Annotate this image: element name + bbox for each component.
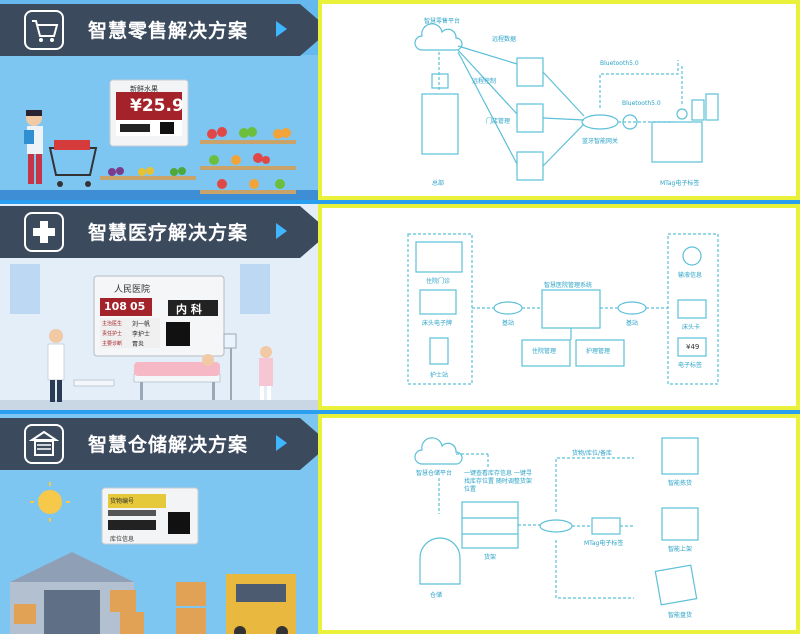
warehouse-desc: 一键查看库存信息 一键寻找库存位置 随时调整货架位置	[464, 470, 532, 493]
warehouse-r2: 智能上架	[668, 546, 693, 553]
retail-title: 智慧零售解决方案	[88, 20, 249, 42]
medical-left1: 住院门诊	[426, 278, 451, 285]
doctor-name: 刘一帆	[132, 321, 151, 328]
medical-title: 智慧医疗解决方案	[88, 222, 249, 244]
warehouse-r1: 智能拣货	[668, 480, 693, 487]
chevron-right-icon	[276, 21, 287, 37]
medical-right1: 输液信息	[678, 272, 703, 279]
retail-flow-c: 门店管理	[486, 118, 511, 125]
retail-bt1: Bluetooth5.0	[600, 60, 639, 67]
warehouse-tag-line1: 货物编号	[110, 498, 135, 505]
medical-right2: 床头卡	[682, 324, 701, 331]
warehouse-title: 智慧仓储解决方案	[88, 434, 249, 456]
department-name: 内 科	[176, 303, 202, 316]
retail-hq-label: 总部	[432, 180, 445, 187]
medical-right3: 电子标签	[678, 362, 703, 369]
warehouse-diagram: 智慧仓储平台 一键查看库存信息 一键寻找库存位置 随时调整货架位置 货架 仓储 …	[318, 414, 800, 634]
retail-section: 新鲜水果 ¥25.9 智慧零售解决方案	[0, 0, 800, 200]
nurse-label: 责任护士	[102, 331, 123, 337]
chevron-right-icon	[276, 435, 287, 451]
shopping-cart-icon	[24, 10, 64, 50]
retail-flow-b: 远程控制	[472, 78, 497, 85]
warehouse-tag-line2: 库位信息	[110, 536, 135, 543]
price-tag-price: ¥25.9	[130, 96, 184, 116]
nurse-name: 李护士	[132, 331, 151, 338]
medical-section: 人民医院 108 05 内 科 主治医生 刘一帆 责任护士 李护士 主要诊断 胃…	[0, 204, 800, 410]
medical-c1: 基站	[502, 320, 515, 327]
warehouse-mtag: MTag电子标签	[584, 540, 624, 547]
diagnosis-value: 胃炎	[132, 341, 145, 348]
medical-price: ¥49	[686, 343, 700, 351]
bed-number: 05	[130, 300, 146, 313]
warehouse-r3: 智能盘货	[668, 612, 693, 619]
warehouse-building: 仓储	[430, 592, 443, 599]
retail-tag-label: MTag电子标签	[660, 180, 700, 187]
medical-diagram: 住院门诊 床头电子牌 护士站 智慧医院管理系统 基站 基站 住院管理 护理管理 …	[318, 204, 800, 410]
chevron-right-icon	[276, 223, 287, 239]
retail-bt2: Bluetooth5.0	[622, 100, 661, 107]
medical-cross-icon	[24, 212, 64, 252]
doctor-label: 主治医生	[102, 321, 123, 327]
medical-sub2: 护理管理	[586, 348, 611, 355]
retail-gateway-label: 蓝牙智能网关	[582, 138, 619, 145]
warehouse-icon	[24, 424, 64, 464]
diagnosis-label: 主要诊断	[102, 341, 123, 347]
hospital-name: 人民医院	[114, 285, 151, 295]
medical-center: 智慧医院管理系统	[544, 282, 593, 289]
medical-sub1: 住院管理	[532, 348, 557, 355]
medical-left2: 床头电子牌	[422, 320, 453, 327]
warehouse-platform: 智慧仓储平台	[416, 470, 453, 477]
medical-c2: 基站	[626, 320, 639, 327]
medical-banner: 智慧医疗解决方案	[0, 206, 330, 258]
retail-flow-a: 远程数据	[492, 36, 517, 43]
warehouse-shelf: 货架	[484, 554, 497, 561]
price-tag-header: 新鲜水果	[130, 85, 158, 93]
warehouse-section: 货物编号 库位信息 智慧仓储解决方案	[0, 414, 800, 634]
warehouse-top-flow: 货物/库位/备库	[572, 450, 613, 457]
room-number: 108	[104, 300, 127, 313]
retail-banner: 智慧零售解决方案	[0, 4, 330, 56]
retail-diagram: 智慧零售平台 远程数据 远程控制 门店管理 Bluetooth5.0 Bluet…	[318, 0, 800, 200]
warehouse-banner: 智慧仓储解决方案	[0, 418, 330, 470]
retail-platform-label: 智慧零售平台	[424, 18, 461, 25]
medical-left3: 护士站	[430, 372, 449, 379]
